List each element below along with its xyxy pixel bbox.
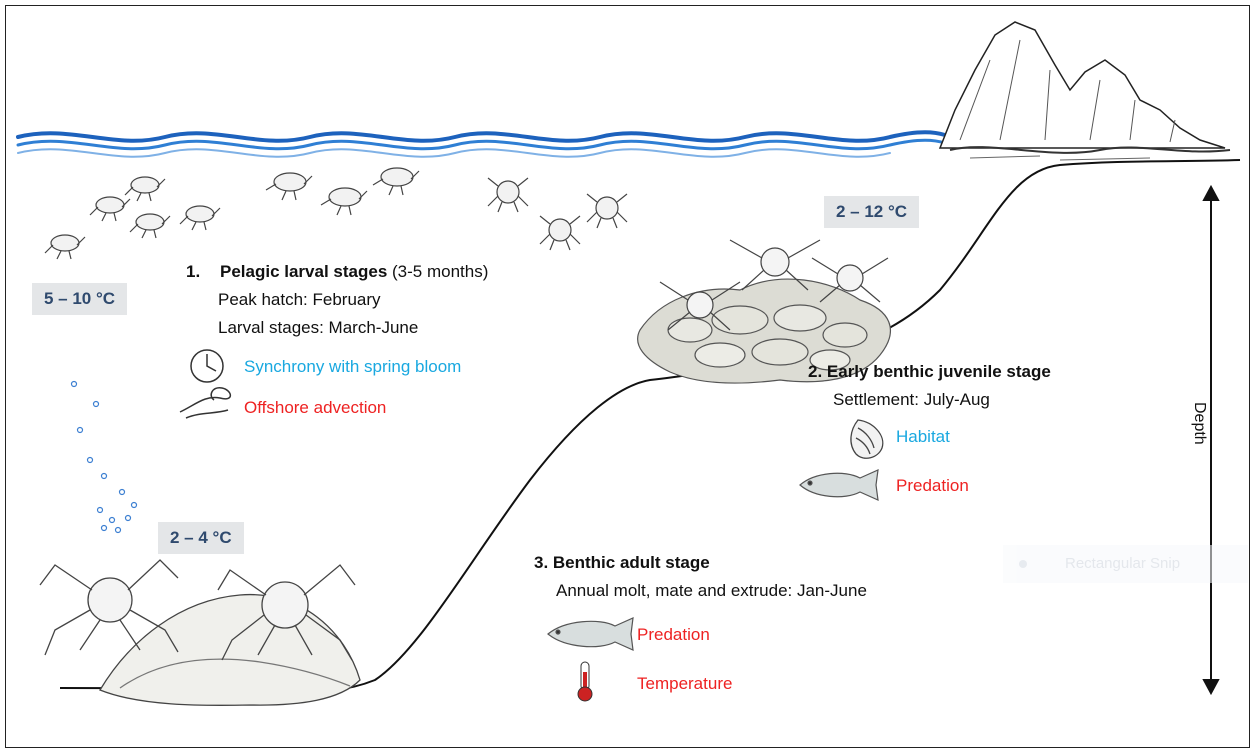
thermometer-icon xyxy=(578,662,592,701)
stage1-peak-hatch: Peak hatch: February xyxy=(218,290,381,310)
temperature-adult: 2 – 4 °C xyxy=(158,522,244,554)
stage3-title: 3. Benthic adult stage xyxy=(534,553,710,573)
adult-crab-mound xyxy=(40,560,360,705)
fish-icon-adult xyxy=(548,618,633,650)
larva-8 xyxy=(373,168,419,195)
larva-3 xyxy=(130,214,170,238)
clock-icon xyxy=(191,350,223,382)
larva-5 xyxy=(180,206,220,230)
stage2-settlement: Settlement: July-Aug xyxy=(833,390,990,410)
larva-7 xyxy=(321,188,367,215)
stage3-molt-mate: Annual molt, mate and extrude: Jan-June xyxy=(556,581,867,601)
stage1-duration: (3-5 months) xyxy=(387,262,488,281)
stage1-number: 1. xyxy=(186,262,200,282)
stage2-factor-habitat: Habitat xyxy=(896,427,950,447)
snip-mode-icon xyxy=(1019,560,1027,568)
megalopa-1 xyxy=(488,178,528,212)
temperature-larval: 5 – 10 °C xyxy=(32,283,127,315)
larva-2 xyxy=(90,197,130,221)
depth-axis-label: Depth xyxy=(1190,402,1208,445)
ocean-surface-waves xyxy=(18,132,945,157)
stage2-title: 2. Early benthic juvenile stage xyxy=(808,362,1051,382)
megalopa-2 xyxy=(540,216,580,250)
stage1-factor-advection: Offshore advection xyxy=(244,398,386,418)
larvae-group xyxy=(45,168,627,259)
larva-4 xyxy=(125,177,165,201)
temperature-juvenile: 2 – 12 °C xyxy=(824,196,919,228)
stage1-larval-months: Larval stages: March-June xyxy=(218,318,418,338)
rectangular-snip-overlay[interactable]: Rectangular Snip xyxy=(1003,545,1248,583)
stage1-title: Pelagic larval stages xyxy=(220,262,387,281)
current-swirl-icon xyxy=(180,388,230,418)
stage1-factor-spring-bloom: Synchrony with spring bloom xyxy=(244,357,461,377)
stage1-heading: Pelagic larval stages (3-5 months) xyxy=(220,262,488,282)
stage2-factor-predation: Predation xyxy=(896,476,969,496)
snip-mode-label: Rectangular Snip xyxy=(1065,555,1180,572)
mountain-island xyxy=(940,22,1230,160)
fish-icon-juvenile xyxy=(800,470,878,500)
megalopa-3 xyxy=(587,194,627,228)
stage3-factor-predation: Predation xyxy=(637,625,710,645)
larva-6 xyxy=(266,173,312,200)
stage3-factor-temperature: Temperature xyxy=(637,674,732,694)
larva-1 xyxy=(45,235,85,259)
bubbles xyxy=(72,382,137,533)
shell-icon xyxy=(851,420,883,458)
